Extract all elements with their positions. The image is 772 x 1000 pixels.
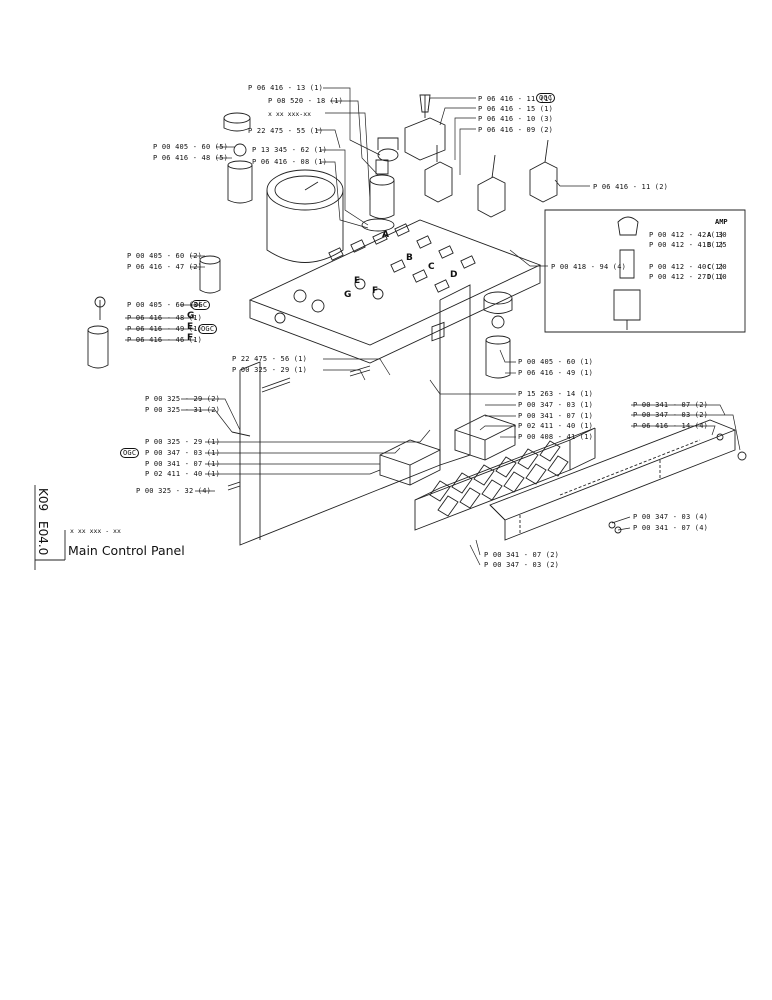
amp-value: 20 (718, 263, 727, 271)
part-label: P 00 412 - 27 (1) (649, 273, 725, 281)
ogc-tag: OGC (120, 448, 140, 458)
part-label: P 00 325 - 31 (2) (145, 406, 221, 414)
part-label: P 22 475 - 56 (1) (232, 355, 308, 363)
ogc-tag: OGC (198, 324, 218, 334)
part-label: P 06 416 - 08 (1) (252, 158, 328, 166)
front-panel-side (440, 285, 470, 465)
amp-letter: D (707, 273, 712, 281)
amp-value: 30 (718, 231, 727, 239)
callout-g-left: G (187, 311, 195, 321)
part-label: P 13 345 - 62 (1) (252, 146, 328, 154)
part-label: P 00 341 - 07 (4) (633, 524, 709, 532)
part-label: P 00 347 - 03 (2) (484, 561, 560, 569)
sheet-code-k09: K09 (36, 488, 50, 512)
part-label: P 06 416 - 46 (1) (127, 336, 203, 344)
part-label: P 00 412 - 41 (1) (649, 241, 725, 249)
part-label: P 00 347 - 03 (4) (633, 513, 709, 521)
part-label: P 00 412 - 40 (1) (649, 263, 725, 271)
panel-base-plate-edge (250, 265, 540, 363)
part-label: P 00 347 - 03 (1) (518, 401, 594, 409)
callout-f: F (372, 286, 379, 296)
callout-c: C (428, 262, 435, 272)
part-label: P 06 416 - 48 (1) (127, 314, 203, 322)
part-label: P 02 411 - 40 (1) (518, 422, 594, 430)
part-label: P 00 405 - 60 (3) (127, 301, 203, 309)
leader-lines (125, 88, 740, 565)
part-label: P 15 263 - 14 (1) (518, 390, 594, 398)
part-label: P 06 416 - 13 (1) (248, 84, 324, 92)
ogc-tag: OGC (191, 300, 211, 310)
part-label: P 06 416 - 14 (4) (633, 422, 709, 430)
pushbutton-lamp-right (484, 292, 512, 378)
amp-box (545, 210, 745, 332)
part-label: P 00 325 - 29 (1) (232, 366, 308, 374)
part-label: P 00 405 - 60 (5) (153, 143, 229, 151)
part-label: P 06 416 - 49 (1) (127, 325, 203, 333)
part-label: P 00 347 - 03 (1) (145, 449, 221, 457)
part-label: P 06 416 - 47 (2) (127, 263, 203, 271)
page-title: Main Control Panel (68, 543, 185, 558)
toggle-switches (405, 95, 557, 217)
panel-base-plate (250, 220, 540, 345)
part-label: P 06 416 - 48 (5) (153, 154, 229, 162)
amp-letter: C (707, 263, 712, 271)
part-label: P 00 325 - 29 (1) (145, 438, 221, 446)
relay-left (380, 440, 440, 485)
part-label: P 00 325 - 29 (2) (145, 395, 221, 403)
part-label: P 00 347 - 03 (2) (633, 411, 709, 419)
part-label: P 00 405 - 60 (2) (127, 252, 203, 260)
amp-header: AMP (715, 218, 728, 226)
part-label: P 06 416 - 49 (1) (518, 369, 594, 377)
sheet-code-e040: E04.0 (36, 521, 50, 556)
front-panel (240, 300, 440, 545)
callout-a: A (382, 230, 389, 240)
fuse-block (415, 322, 595, 530)
part-label: P 00 341 - 07 (1) (145, 460, 221, 468)
amp-letter: B (707, 241, 712, 249)
series-ref-box: x xx xxx - xx (70, 527, 121, 535)
part-label: P 08 520 - 18 (1) (268, 97, 344, 105)
callout-f-left: F (187, 333, 194, 343)
indicator-lamp-left (224, 113, 252, 203)
lamps-left-side (88, 256, 220, 368)
callout-d: D (450, 270, 458, 280)
part-label: P 00 325 - 32 (4) (136, 487, 212, 495)
callout-e-left: E (187, 322, 194, 332)
part-label: P 06 416 - 09 (2) (478, 126, 554, 134)
amp-value: 10 (718, 273, 727, 281)
switch-cutouts (275, 224, 475, 323)
part-label: P 00 341 - 07 (2) (484, 551, 560, 559)
part-label: P 06 416 - 11 (1) (478, 95, 554, 103)
gauge (267, 170, 343, 263)
part-label: P 06 416 - 10 (3) (478, 115, 554, 123)
part-label: P 22 475 - 55 (1) (248, 127, 324, 135)
series-ref: x xx xxx-xx (268, 110, 312, 118)
fuse-rail (490, 420, 746, 540)
callout-b: B (406, 253, 413, 263)
ogc-tag: OGC (536, 93, 556, 103)
callout-e: E (354, 276, 361, 286)
amp-fuse-holder (614, 217, 640, 330)
part-label: P 00 412 - 42 (1) (649, 231, 725, 239)
relay-right (455, 415, 515, 460)
part-label: P 00 405 - 60 (1) (518, 358, 594, 366)
part-label: P 00 341 - 07 (1) (518, 412, 594, 420)
key-switch (362, 138, 398, 231)
part-label: P 00 418 - 94 (4) (551, 263, 627, 271)
part-label: P 02 411 - 40 (1) (145, 470, 221, 478)
callout-g: G (344, 290, 352, 300)
part-label: P 00 341 - 07 (2) (633, 401, 709, 409)
amp-letter: A (707, 231, 712, 239)
screws (228, 366, 370, 490)
part-label: P 06 416 - 11 (2) (593, 183, 669, 191)
part-label: P 00 408 - 41 (1) (518, 433, 594, 441)
amp-value: 25 (718, 241, 727, 249)
part-label: P 06 416 - 15 (1) (478, 105, 554, 113)
